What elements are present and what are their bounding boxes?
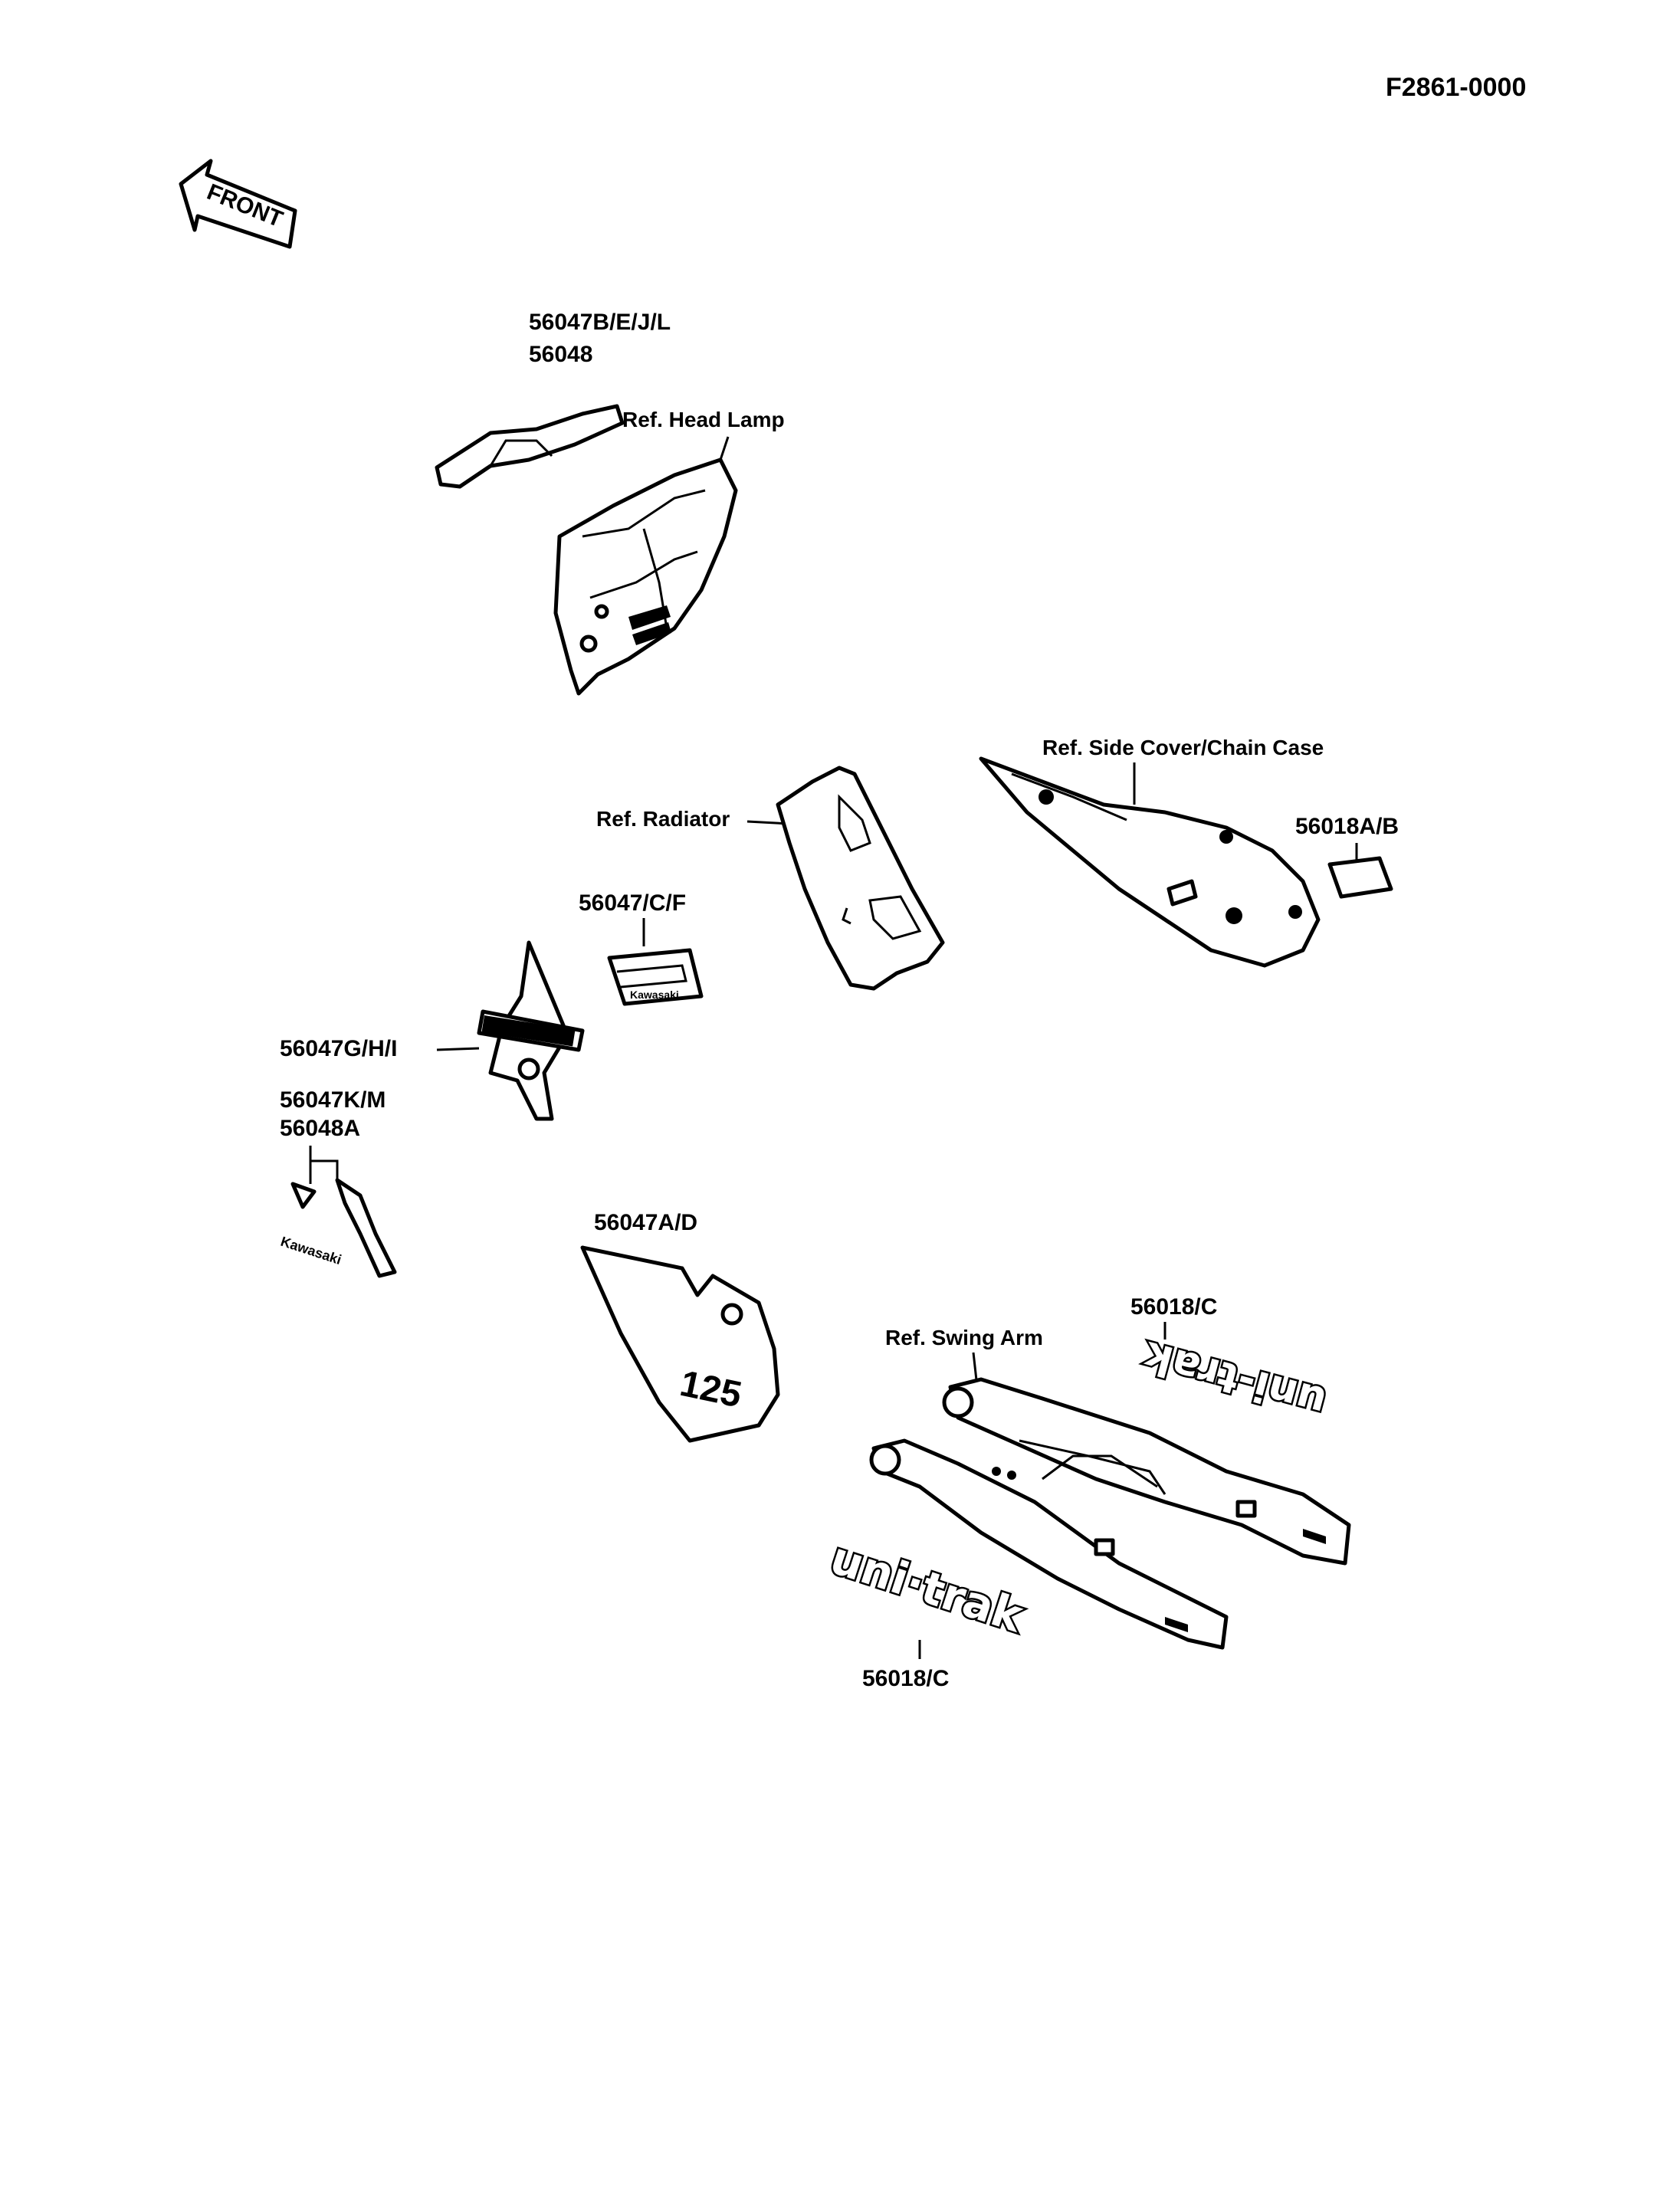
swing-arm <box>869 1377 1351 1650</box>
label-headlamp-decal-1: 56047B/E/J/L <box>529 310 671 335</box>
head-lamp-shell <box>553 457 738 696</box>
label-chain-case-decal: 56018A/B <box>1295 814 1399 839</box>
headlamp-decal <box>435 404 625 489</box>
label-radiator-decal: 56047/C/F <box>579 890 686 916</box>
figure-code: F2861-0000 <box>1386 73 1526 102</box>
unitrak-decal-bottom: uni·trak <box>825 1532 1030 1643</box>
label-headlamp-decal-2: 56048 <box>529 342 592 367</box>
fork-decal-logo: Kawasaki <box>279 1234 343 1267</box>
radiator-shroud <box>776 766 945 991</box>
chain-case-decal <box>1327 856 1393 899</box>
ref-radiator-label: Ref. Radiator <box>596 807 730 831</box>
label-fork-decal-2: 56048A <box>280 1116 360 1141</box>
radiator-decal-logo: Kawasaki <box>630 989 679 1001</box>
label-swingarm-decal-bottom: 56018/C <box>862 1666 949 1691</box>
unitrak-decal-top: uni-trak <box>1138 1332 1331 1427</box>
label-shroud-decal: 56047G/H/I <box>280 1036 397 1061</box>
label-side-number-decal: 56047A/D <box>594 1210 697 1235</box>
ref-side-cover-label: Ref. Side Cover/Chain Case <box>1042 736 1324 759</box>
side-number-decal: 125 <box>580 1245 780 1443</box>
shroud-decal <box>477 940 585 1121</box>
label-swingarm-decal-top: 56018/C <box>1130 1294 1217 1320</box>
ref-swing-arm-label: Ref. Swing Arm <box>885 1326 1043 1349</box>
side-cover-chain-case <box>979 756 1321 968</box>
ref-head-lamp-label: Ref. Head Lamp <box>622 408 785 431</box>
fork-decal: Kawasaki <box>279 1178 397 1278</box>
front-arrow-icon: FRONT <box>179 159 297 249</box>
label-fork-decal-1: 56047K/M <box>280 1087 386 1113</box>
radiator-decal: Kawasaki <box>607 948 704 1006</box>
